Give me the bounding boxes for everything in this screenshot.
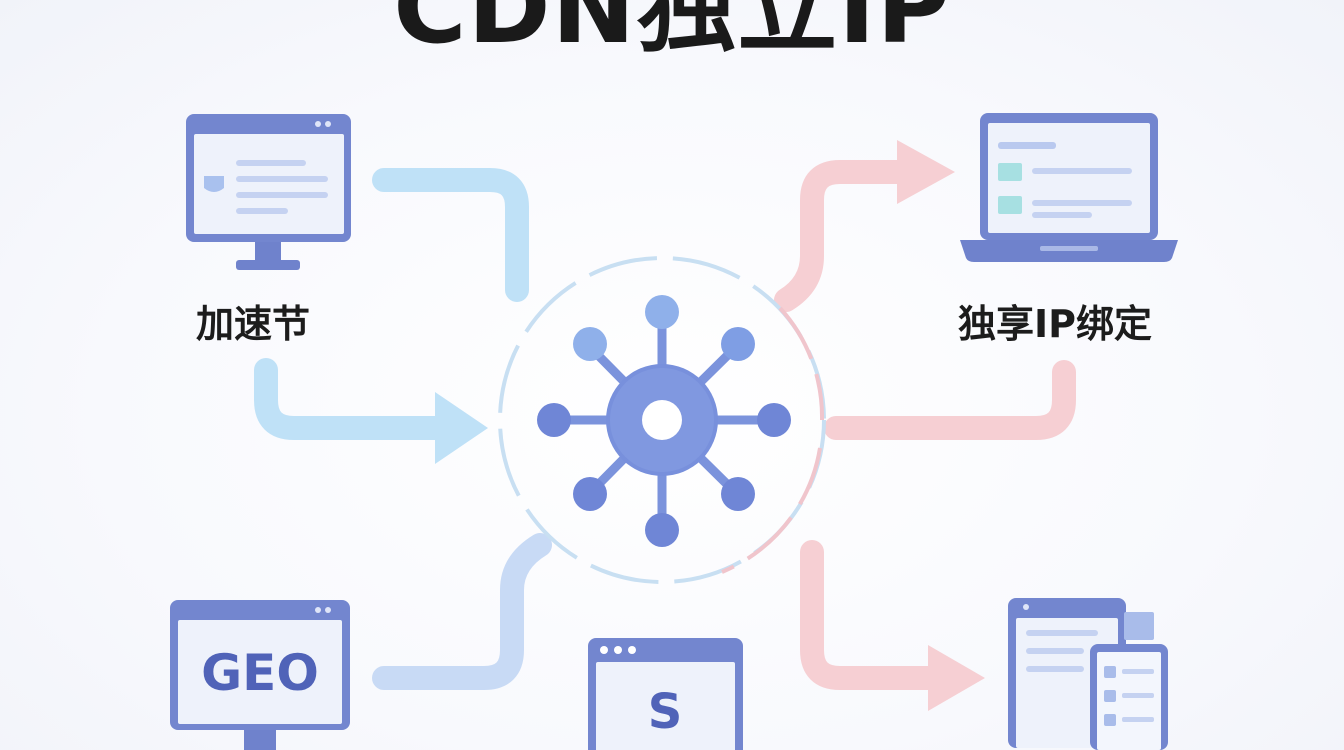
geo-text: GEO xyxy=(201,644,319,702)
arrow-head-lower-right xyxy=(928,645,985,711)
arrow-hub-to-laptop xyxy=(774,160,912,312)
connector-upper-left xyxy=(372,168,529,302)
arrow-left-to-hub xyxy=(254,358,452,440)
label-dedicated-ip-binding: 独享IP绑定 xyxy=(958,302,1152,346)
devices-icon-bottom-right xyxy=(1008,598,1168,750)
laptop-icon-top-right xyxy=(960,113,1178,262)
s-text: S xyxy=(648,684,683,740)
geo-monitor-icon: GEO xyxy=(170,600,350,750)
connector-hub-to-right-label xyxy=(824,360,1076,440)
hub-ring-pink-arc xyxy=(778,306,825,421)
arrow-head-left xyxy=(435,392,488,464)
arrow-head-upper-right xyxy=(897,140,955,204)
monitor-icon-top-left xyxy=(186,114,351,270)
page-title: CDN独立IP xyxy=(393,0,951,66)
browser-s-icon: S xyxy=(588,638,743,750)
hub-ring-pink-arc-lower xyxy=(721,447,822,574)
label-acceleration-node: 加速节 xyxy=(196,302,311,346)
network-hub-icon xyxy=(537,295,791,547)
connector-geo-to-hub xyxy=(372,533,552,690)
arrow-hub-to-devices xyxy=(800,540,942,690)
